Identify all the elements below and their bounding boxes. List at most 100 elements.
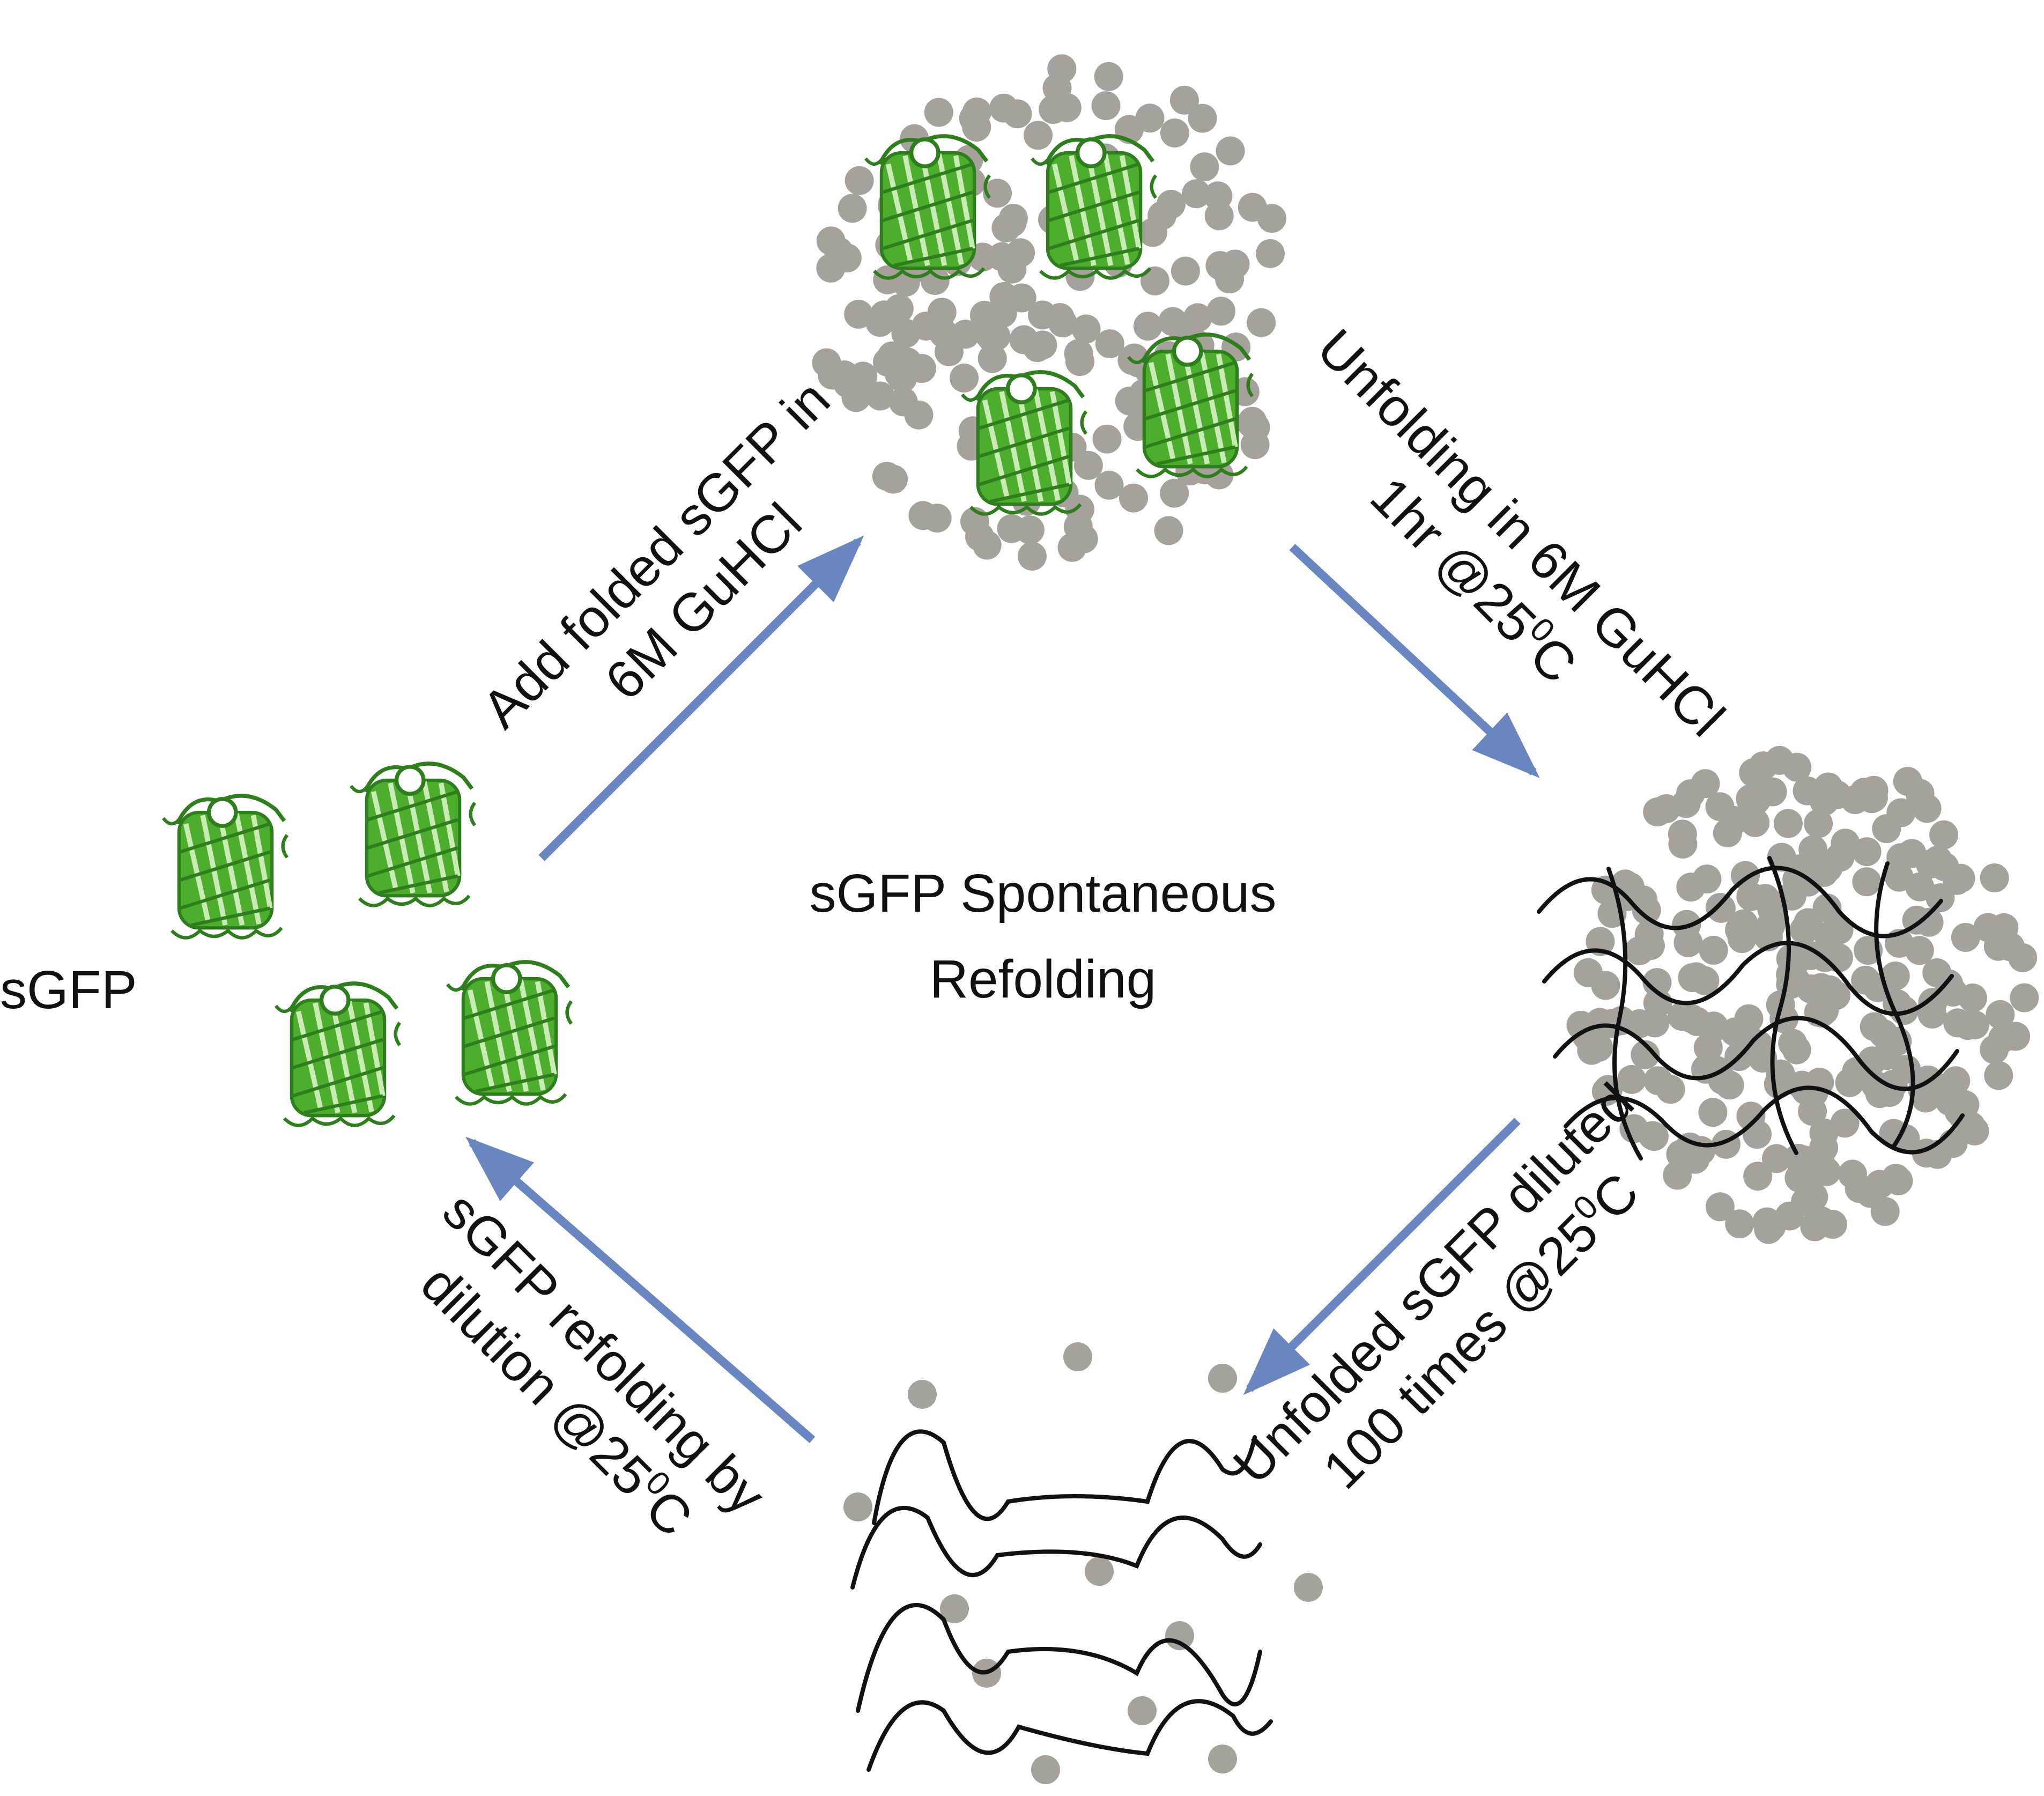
guhcl-particle-icon xyxy=(1835,1068,1864,1097)
guhcl-particle-icon xyxy=(959,104,988,133)
guhcl-particle-icon xyxy=(1741,808,1770,837)
guhcl-particle-icon xyxy=(1585,1008,1615,1037)
guhcl-particle-icon xyxy=(1208,1364,1237,1393)
guhcl-particle-icon xyxy=(1625,936,1654,965)
guhcl-particle-icon xyxy=(1238,406,1267,436)
guhcl-particle-icon xyxy=(1812,893,1842,923)
guhcl-particle-icon xyxy=(1852,867,1882,897)
guhcl-particle-icon xyxy=(1091,91,1121,121)
guhcl-particle-icon xyxy=(879,464,908,494)
guhcl-particle-icon xyxy=(1705,893,1735,922)
guhcl-particle-icon xyxy=(1119,483,1148,513)
unfolded-chain-icon xyxy=(1537,866,1943,938)
guhcl-particle-icon xyxy=(1986,1000,2015,1029)
guhcl-particle-icon xyxy=(1984,1061,2013,1090)
guhcl-particle-icon xyxy=(1652,794,1681,823)
guhcl-particle-icon xyxy=(1725,915,1754,945)
guhcl-particle-icon xyxy=(816,253,846,283)
guhcl-particle-icon xyxy=(1015,515,1045,545)
sgfp-state-label: sGFP xyxy=(0,960,137,1020)
guhcl-particle-icon xyxy=(1256,239,1285,268)
unfolded-chain-icon xyxy=(1553,1016,1959,1091)
guhcl-particle-icon xyxy=(1220,249,1250,279)
guhcl-particle-icon xyxy=(1639,1122,1669,1151)
guhcl-particle-icon xyxy=(1804,809,1833,838)
step-label-unfold: Unfolding in 6M GuHCl 1hr @250C xyxy=(1306,317,1736,748)
guhcl-particle-icon xyxy=(1095,329,1124,359)
guhcl-particle-icon xyxy=(1160,119,1189,147)
guhcl-particle-icon xyxy=(1787,1070,1817,1100)
guhcl-particle-icon xyxy=(1699,935,1728,965)
guhcl-particle-icon xyxy=(1743,1162,1773,1191)
guhcl-particle-icon xyxy=(870,300,899,330)
guhcl-particle-icon xyxy=(1980,863,2009,892)
guhcl-particle-icon xyxy=(1631,1040,1660,1069)
guhcl-particle-icon xyxy=(1048,308,1077,338)
guhcl-particle-icon xyxy=(845,166,874,195)
guhcl-particle-icon xyxy=(1905,872,1935,901)
guhcl-particle-icon xyxy=(1158,307,1188,336)
guhcl-particle-icon xyxy=(844,299,873,329)
guhcl-particle-icon xyxy=(1725,1209,1754,1239)
guhcl-particle-icon xyxy=(1989,913,2019,942)
unfolded-chain-icon xyxy=(867,1699,1273,1772)
guhcl-particle-icon xyxy=(1861,1070,1891,1100)
guhcl-particle-icon xyxy=(1852,837,1882,867)
guhcl-particle-icon xyxy=(1133,312,1162,341)
arrow-dilute xyxy=(1243,1118,1521,1395)
guhcl-particle-icon xyxy=(1017,542,1047,571)
unfolded-chain-icon xyxy=(1874,861,1915,1150)
guhcl-particle-icon xyxy=(950,363,979,393)
guhcl-particle-icon xyxy=(1807,1206,1836,1236)
guhcl-particle-icon xyxy=(1814,921,1843,951)
cycle-arrows xyxy=(465,535,1540,1444)
guhcl-particle-icon xyxy=(1085,1557,1114,1586)
guhcl-particle-icon xyxy=(1141,266,1169,295)
guhcl-particle-icon xyxy=(977,344,1007,373)
guhcl-particle-icon xyxy=(998,204,1028,233)
guhcl-particle-icon xyxy=(1778,1029,1808,1058)
guhcl-particle-icon xyxy=(1064,339,1093,368)
guhcl-particle-icon xyxy=(843,1492,872,1521)
guhcl-particle-icon xyxy=(1206,297,1236,326)
guhcl-particle-icon xyxy=(838,194,867,223)
guhcl-particle-icon xyxy=(1182,179,1211,209)
guhcl-particle-icon xyxy=(1736,1102,1766,1131)
guhcl-particle-icon xyxy=(1929,820,1959,849)
step-dilute-line1: Unfolded sGFP diluted xyxy=(1222,1072,1645,1495)
unfolded-chains-in-guhcl xyxy=(1537,856,1965,1161)
guhcl-particle-icon xyxy=(1762,1144,1791,1173)
guhcl-particle-icon xyxy=(911,312,940,341)
guhcl-particle-icon xyxy=(1891,1124,1920,1154)
guhcl-particle-icon xyxy=(1190,152,1219,182)
guhcl-particle-icon xyxy=(877,341,907,371)
guhcl-particle-icon xyxy=(2010,983,2039,1012)
guhcl-particle-icon xyxy=(1776,944,1805,973)
guhcl-particle-icon xyxy=(1886,843,1916,873)
guhcl-particle-icon xyxy=(1294,1573,1323,1602)
guhcl-particle-icon xyxy=(1573,958,1603,987)
guhcl-particle-icon xyxy=(1916,849,1945,879)
guhcl-particle-icon xyxy=(1881,1164,1910,1193)
guhcl-particle-icon xyxy=(2001,1022,2031,1051)
guhcl-particle-icon xyxy=(1642,968,1672,997)
guhcl-particle-icon xyxy=(1115,386,1144,416)
guhcl-particle-icon xyxy=(1773,809,1803,838)
guhcl-particle-icon xyxy=(908,1380,937,1409)
guhcl-particle-icon xyxy=(1905,936,1934,965)
guhcl-particle-icon xyxy=(1577,1036,1606,1065)
guhcl-particle-icon xyxy=(1851,965,1880,995)
guhcl-particle-icon xyxy=(1208,1745,1237,1773)
guhcl-particle-icon xyxy=(1782,865,1812,895)
guhcl-particle-icon xyxy=(1120,343,1149,373)
guhcl-particle-icon xyxy=(1749,751,1778,781)
unfolded-chain-icon xyxy=(1767,856,1798,1155)
guhcl-particle-icon xyxy=(816,226,846,256)
guhcl-particle-icon xyxy=(1784,1163,1814,1193)
guhcl-particle-icon xyxy=(983,179,1012,208)
guhcl-particle-icon xyxy=(1912,794,1942,823)
guhcl-particle-icon xyxy=(1188,104,1217,133)
arrow-unfold xyxy=(1289,544,1540,778)
guhcl-particle-icon xyxy=(1031,1755,1060,1784)
